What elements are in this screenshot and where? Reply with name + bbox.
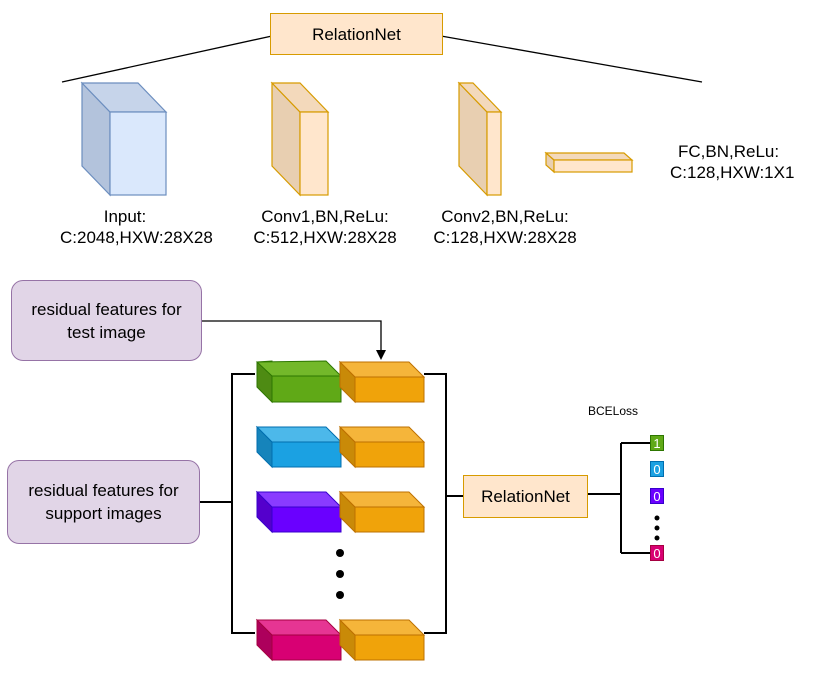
test-features-label: residual features for test image — [31, 299, 182, 342]
input-layer-name: Input: — [103, 207, 147, 226]
ellipsis-dot — [336, 591, 344, 599]
relationnet-label: RelationNet — [481, 487, 570, 506]
feature-pair-row-1 — [255, 360, 426, 404]
feature-pair-row-2 — [255, 425, 426, 469]
conv2-layer-label: Conv2,BN,ReLu: C:128,HXW:28X28 — [419, 206, 591, 248]
conv2-layer-block — [457, 81, 503, 197]
output-ellipsis-dot — [654, 525, 660, 531]
arrow-head — [376, 350, 386, 360]
feature-pair-row-4 — [255, 618, 426, 662]
ellipsis-dot — [336, 549, 344, 557]
left-bracket — [231, 373, 255, 634]
conv1-layer-block — [270, 81, 330, 197]
output-tag-3: 0 — [650, 488, 664, 504]
support-features-box: residual features for support images — [7, 460, 200, 544]
input-layer-label: Input: C:2048,HXW:28X28 — [60, 206, 213, 248]
output-ellipsis-dot — [654, 515, 660, 521]
feature-pair-row-3 — [255, 490, 426, 534]
fc-layer-label: FC,BN,ReLu: C:128,HXW:1X1 — [670, 141, 826, 183]
relationnet-title-box: RelationNet — [270, 13, 443, 55]
fc-layer-name: FC,BN,ReLu: — [678, 142, 780, 161]
relationnet-box: RelationNet — [463, 475, 588, 518]
bceloss-label: BCELoss — [587, 404, 639, 418]
conv1-layer-shape: C:512,HXW:28X28 — [253, 228, 397, 247]
test-feature-arrow — [202, 320, 382, 352]
fc-layer-block — [544, 151, 634, 174]
output-tag-1: 1 — [650, 435, 664, 451]
expand-line-right — [440, 35, 703, 83]
fc-layer-shape: C:128,HXW:1X1 — [670, 163, 795, 182]
expand-line-left — [61, 35, 273, 83]
test-features-box: residual features for test image — [11, 280, 202, 361]
input-layer-shape: C:2048,HXW:28X28 — [60, 228, 213, 247]
ellipsis-dot — [336, 570, 344, 578]
right-bracket — [424, 373, 447, 634]
output-ellipsis-dot — [654, 535, 660, 541]
input-layer-block — [80, 81, 168, 197]
support-features-label: residual features for support images — [28, 481, 179, 523]
conv2-layer-shape: C:128,HXW:28X28 — [433, 228, 577, 247]
conv1-layer-name: Conv1,BN,ReLu: — [261, 207, 389, 226]
output-tag-4: 0 — [650, 545, 664, 561]
output-tag-2: 0 — [650, 461, 664, 477]
conv2-layer-name: Conv2,BN,ReLu: — [441, 207, 569, 226]
relationnet-title: RelationNet — [312, 24, 401, 44]
conv1-layer-label: Conv1,BN,ReLu: C:512,HXW:28X28 — [235, 206, 415, 248]
